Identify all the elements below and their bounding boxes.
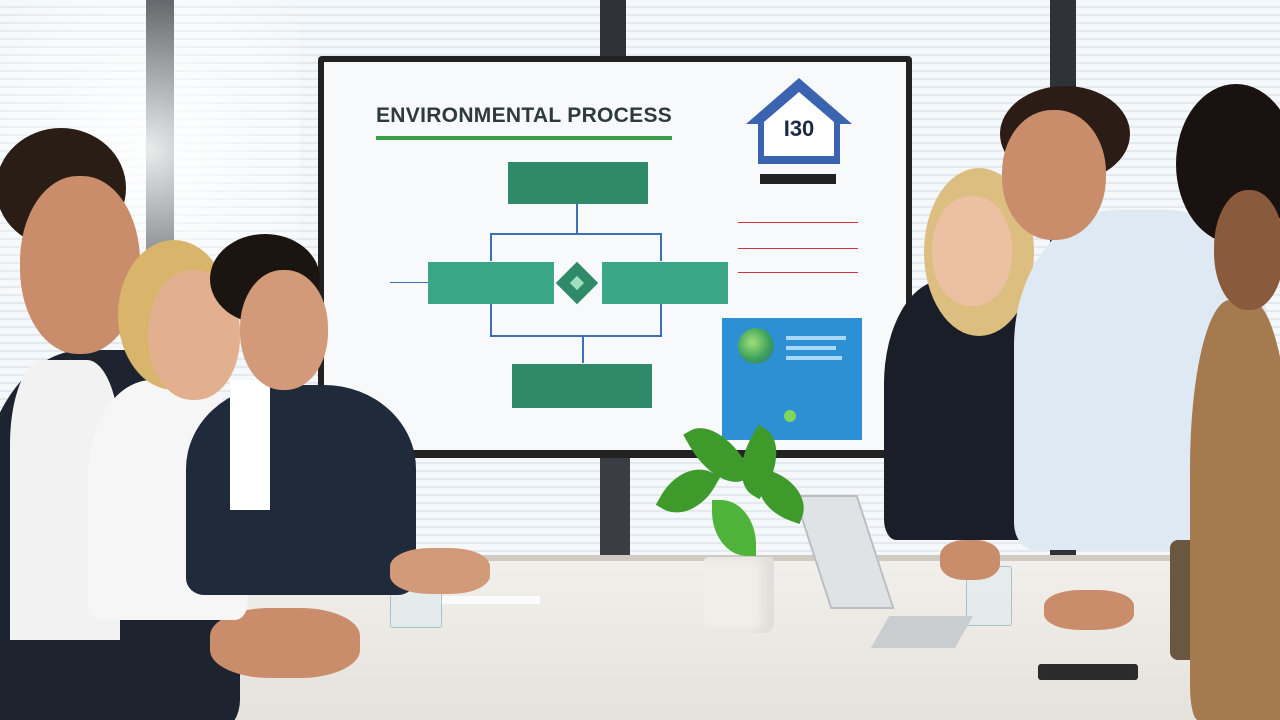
- badge-ribbon: [760, 174, 836, 184]
- presentation-slide: ENVIRONMENTAL PROCESS I30: [324, 62, 906, 450]
- text-underline: [738, 272, 858, 273]
- monitor-stand: [600, 458, 630, 558]
- title-underline: [376, 136, 672, 140]
- text-underline: [738, 248, 858, 249]
- flow-connector: [660, 304, 662, 336]
- house-badge-icon: I30: [746, 78, 852, 164]
- flow-connector: [490, 233, 492, 261]
- plant-pot: [704, 557, 774, 633]
- small-globe-icon: [784, 410, 796, 422]
- notepad: [440, 596, 540, 604]
- poster-line: [786, 346, 836, 350]
- badge-label: I30: [784, 116, 815, 141]
- flow-connector: [390, 282, 428, 283]
- flow-connector: [490, 233, 662, 235]
- poster-line: [786, 356, 842, 360]
- flow-connector: [576, 204, 578, 234]
- flow-box-right: [602, 262, 728, 304]
- slide-title: ENVIRONMENTAL PROCESS: [376, 104, 673, 127]
- text-underline: [738, 222, 858, 223]
- flow-box-top: [508, 162, 648, 204]
- flow-connector: [490, 304, 492, 336]
- flow-box-bottom: [512, 364, 652, 408]
- diamond-icon: [555, 261, 599, 305]
- flow-connector: [582, 335, 584, 363]
- info-poster: [722, 318, 862, 440]
- flow-connector: [660, 233, 662, 261]
- flow-box-left: [428, 262, 554, 304]
- poster-line: [786, 336, 846, 340]
- globe-icon: [738, 328, 774, 364]
- smartphone: [1038, 664, 1138, 680]
- flow-connector: [490, 335, 662, 337]
